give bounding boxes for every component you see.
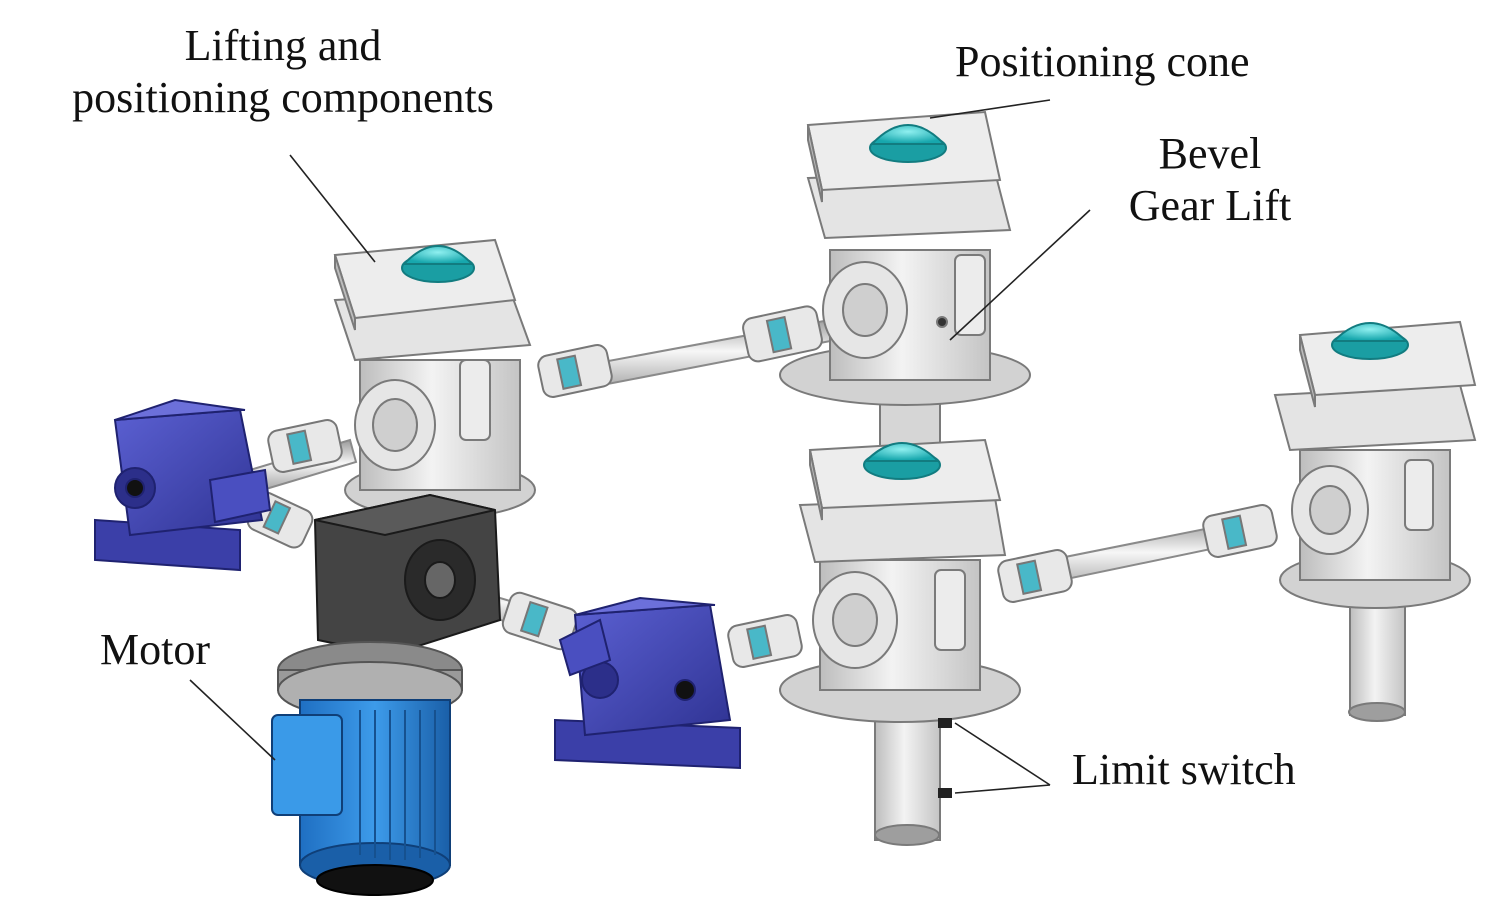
coupling-6 — [501, 591, 579, 651]
label-lifting-positioning: Lifting and positioning components — [28, 20, 538, 124]
coupling-1 — [537, 344, 613, 398]
coupling-5 — [267, 419, 343, 473]
label-bevel-line2: Gear Lift — [1128, 180, 1292, 230]
limit-switch-upper — [938, 718, 952, 728]
cone-bottom-middle — [863, 442, 941, 480]
label-motor: Motor — [100, 625, 210, 674]
cone-top-right — [869, 124, 947, 163]
leader-bevel — [949, 209, 1091, 341]
label-bevel-gear-lift: Bevel Gear Lift — [1105, 128, 1315, 232]
coupling-7 — [727, 614, 803, 668]
leader-motor — [189, 679, 276, 761]
limit-switches — [938, 718, 952, 798]
positioning-cones — [401, 124, 1409, 480]
lift-unit-right — [1273, 320, 1477, 722]
coupling-3 — [997, 549, 1073, 603]
label-limit-switch: Limit switch — [1072, 745, 1296, 794]
gearbox-left — [94, 398, 272, 572]
leader-cone — [929, 99, 1051, 119]
cone-top-left — [401, 245, 475, 283]
motor — [271, 641, 463, 896]
label-bevel-line1: Bevel — [1158, 129, 1262, 178]
leader-limit-lower — [954, 784, 1051, 794]
label-lifting-line1: Lifting and — [184, 21, 382, 70]
leader-limit-upper — [954, 722, 1051, 786]
limit-switch-lower — [938, 788, 952, 798]
coupling-2 — [742, 305, 823, 363]
leader-lifting — [289, 154, 376, 263]
coupling-4 — [1202, 504, 1278, 558]
label-lifting-line2: positioning components — [72, 72, 494, 122]
lift-unit-bottom-middle — [779, 438, 1021, 846]
label-positioning-cone: Positioning cone — [955, 37, 1250, 86]
leader-lines — [189, 99, 1091, 794]
reducer — [313, 493, 502, 657]
lift-unit-top-right — [779, 110, 1031, 451]
cone-right — [1331, 322, 1409, 360]
gearbox-middle — [554, 596, 741, 770]
